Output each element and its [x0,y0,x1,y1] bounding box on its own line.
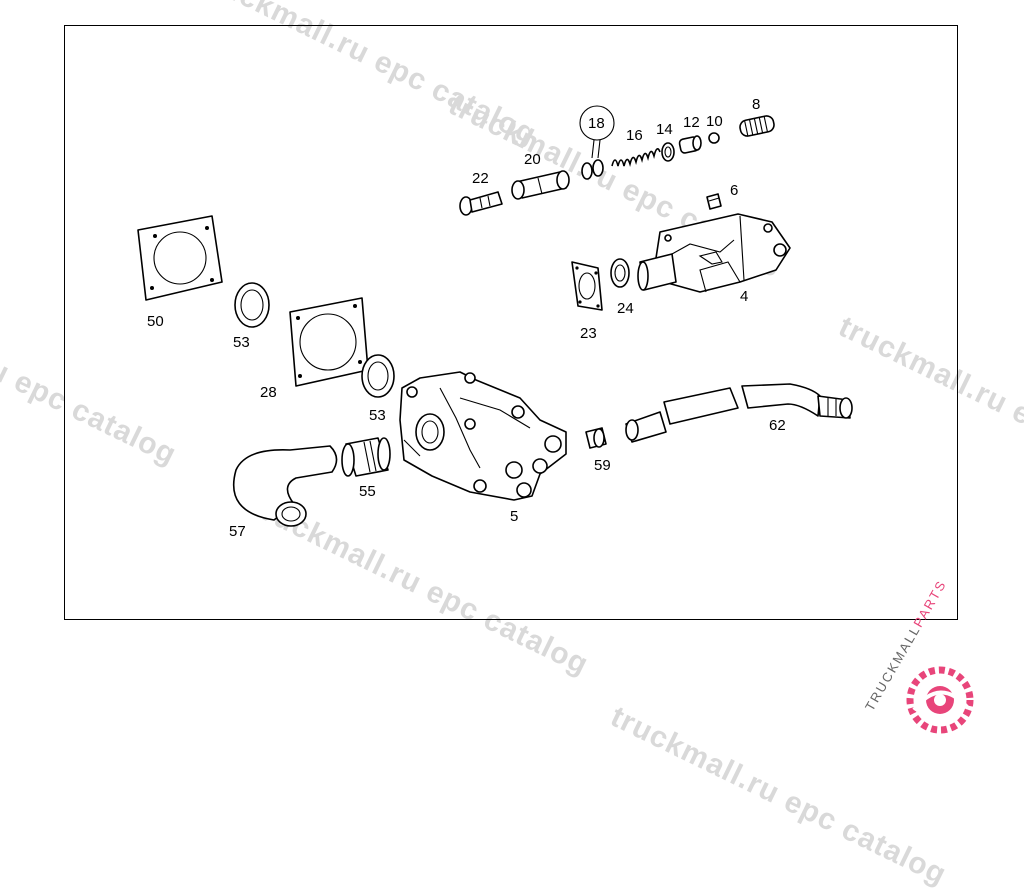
part-12-plunger [678,135,702,154]
callout-label-53: 53 [233,334,250,351]
diagram-frame [64,25,958,620]
part-6-fitting [706,193,722,210]
part-59-fitting [585,427,607,449]
callout-circle-18 [579,105,615,141]
part-28-gasket [289,297,369,387]
callout-label-28: 28 [260,384,277,401]
part-5-pump [399,371,567,501]
callout-label-23: 23 [580,325,597,342]
part-18-ring [581,162,593,180]
part-53-seal [361,354,395,398]
callout-label-5: 5 [510,508,519,525]
callout-label-50: 50 [147,313,164,330]
part-57-hose [232,445,338,527]
exploded-parts-diagram [137,105,974,734]
part-8-spring [739,115,775,137]
callout-label-14: 14 [656,121,673,138]
part-22-valve [459,191,503,216]
callout-label-62: 62 [769,417,786,434]
callout-label-55: 55 [359,483,376,500]
part-10-ball [708,132,720,144]
callout-label-8: 8 [752,96,761,113]
callout-label-12: 12 [683,114,700,131]
callout-label-10: 10 [706,113,723,130]
callout-label-59: 59 [594,457,611,474]
part-55-fitting [341,437,391,477]
part-14-ring [661,142,675,162]
part-50-gasket [137,215,223,301]
part-20-sleeve [511,170,570,200]
part-23-gasket [571,261,603,311]
callout-label-22: 22 [472,170,489,187]
callout-label-6: 6 [730,182,739,199]
callout-label-57: 57 [229,523,246,540]
callout-label-20: 20 [524,151,541,168]
part-16-spring [611,148,661,168]
callout-label-18: 18 [588,115,605,132]
callout-label-16: 16 [626,127,643,144]
truckmall-parts-logo [906,666,974,734]
part-53-seal [234,282,270,328]
part-4-valve-body [637,213,791,293]
callout-label-53: 53 [369,407,386,424]
callout-label-24: 24 [617,300,634,317]
part-62-hose [625,383,853,443]
part-24-seal [610,258,630,288]
callout-label-4: 4 [740,288,749,305]
